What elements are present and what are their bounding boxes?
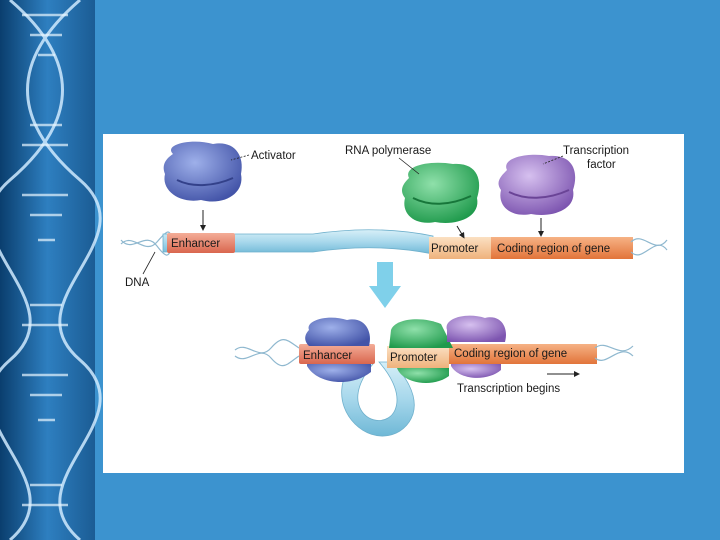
promoter-region-top — [429, 237, 491, 259]
transcription-factor-label-2: factor — [587, 159, 616, 171]
dna-helix-decoration — [0, 0, 102, 540]
dna-helix-bottom-right — [594, 344, 634, 361]
activator-protein — [163, 141, 242, 202]
activator-protein-bound — [305, 317, 371, 383]
figure-panel: Enhancer Promoter Coding region of gene … — [103, 134, 684, 473]
enhancer-label-top: Enhancer — [171, 238, 220, 250]
transcription-factor-protein — [498, 154, 576, 215]
coding-region-bottom — [449, 344, 597, 364]
promoter-region-bottom — [387, 346, 449, 368]
transcription-begins-label: Transcription begins — [457, 383, 560, 395]
coding-region-label-bottom: Coding region of gene — [454, 348, 567, 360]
activator-pointer — [230, 154, 250, 161]
rna-polymerase-pointer — [398, 157, 420, 175]
dna-helix-right-end — [630, 238, 668, 256]
dna-pointer — [142, 251, 156, 275]
coding-region-top — [491, 237, 633, 259]
dna-helix-bottom-left — [234, 339, 300, 367]
rna-polymerase-arrow — [456, 225, 465, 239]
transcription-factor-label-1: Transcription — [563, 145, 629, 157]
promoter-label-top: Promoter — [431, 243, 478, 255]
enhancer-label-bottom: Enhancer — [303, 350, 352, 362]
dna-label: DNA — [125, 277, 150, 289]
enhancer-region-top — [167, 233, 235, 253]
rna-polymerase-bound — [389, 319, 453, 383]
transcription-factor-pointer — [542, 155, 564, 165]
rna-polymerase-label: RNA polymerase — [345, 145, 431, 157]
enhancer-region-bottom — [299, 344, 375, 364]
rna-polymerase-protein — [402, 162, 480, 223]
activator-label: Activator — [251, 150, 296, 162]
transcription-factor-bound — [446, 315, 507, 378]
coding-region-label-top: Coding region of gene — [497, 243, 610, 255]
transcription-diagram: Enhancer Promoter Coding region of gene … — [120, 141, 668, 437]
process-arrow — [369, 262, 401, 308]
promoter-label-bottom: Promoter — [390, 352, 437, 364]
